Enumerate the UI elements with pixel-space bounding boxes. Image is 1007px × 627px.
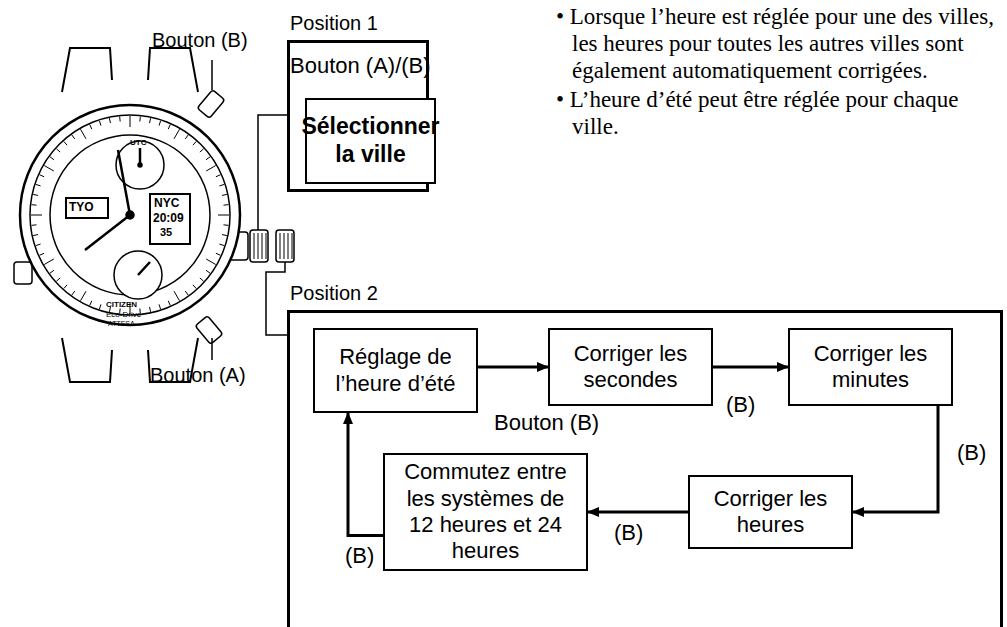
step-box: Réglage de l’heure d’été — [313, 328, 478, 413]
step-text: Réglage de l’heure d’été — [323, 344, 468, 397]
edge-label: (B) — [612, 520, 645, 546]
edge-label: (B) — [724, 392, 757, 418]
note-text: • Lorsque l’heure est réglée pour une de… — [556, 4, 1001, 85]
leader-line — [211, 60, 213, 90]
step-text: Commutez entre les systèmes de 12 heures… — [393, 459, 578, 565]
crown — [250, 230, 268, 262]
button-label: Bouton (B) — [152, 28, 248, 52]
flow-arrow — [478, 366, 548, 369]
step-box: Corriger les minutes — [788, 328, 953, 406]
step-box: Corriger les heures — [688, 475, 853, 549]
edge-label: (B) — [955, 440, 988, 466]
notes-column: • Lorsque l’heure est réglée pour une de… — [556, 4, 1001, 141]
leader-line — [266, 262, 287, 335]
dial-marking: CITIZEN — [106, 300, 137, 310]
position-heading: Position 1 — [290, 11, 378, 35]
dial-marking: 20:09 — [153, 211, 184, 225]
button-b — [197, 90, 225, 119]
step-box: Corriger les secondes — [548, 328, 713, 406]
button-a — [195, 316, 223, 345]
button-label: Bouton (A) — [150, 363, 246, 387]
leader-line — [258, 115, 287, 230]
step-text: Corriger les minutes — [798, 341, 943, 394]
dial-marking: Eco-Drive — [106, 310, 141, 320]
crown-pulled — [276, 230, 294, 262]
flow-arrow — [713, 366, 788, 369]
dial-marking: NYC — [154, 196, 179, 210]
flow-arrow — [853, 406, 938, 512]
note-text: • L’heure d’été peut être réglée pour ch… — [556, 87, 1001, 141]
leader-line — [211, 338, 213, 360]
step-text: Corriger les secondes — [558, 341, 703, 394]
step-text: Sélectionner la ville — [301, 113, 439, 168]
edge-label: (B) — [343, 543, 376, 569]
flow-arrow — [348, 413, 383, 536]
dial-marking: 35 — [160, 226, 172, 239]
position-heading: Position 2 — [290, 281, 378, 305]
position-panel: Position 2Réglage de l’heure d’étéCorrig… — [287, 310, 1003, 627]
edge-label: Bouton (B) — [492, 410, 601, 436]
flow-arrow — [588, 511, 688, 514]
step-box: Sélectionner la ville — [305, 98, 436, 184]
dial-marking: TYO — [69, 200, 94, 214]
position-panel: Position 1Bouton (A)/(B)Sélectionner la … — [287, 40, 429, 192]
step-text: Corriger les heures — [698, 486, 843, 539]
dial-marking: UTC — [130, 138, 146, 148]
button-caption: Bouton (A)/(B) — [290, 53, 426, 79]
step-box: Commutez entre les systèmes de 12 heures… — [383, 453, 588, 571]
dial-marking: ATTESA — [108, 320, 135, 328]
